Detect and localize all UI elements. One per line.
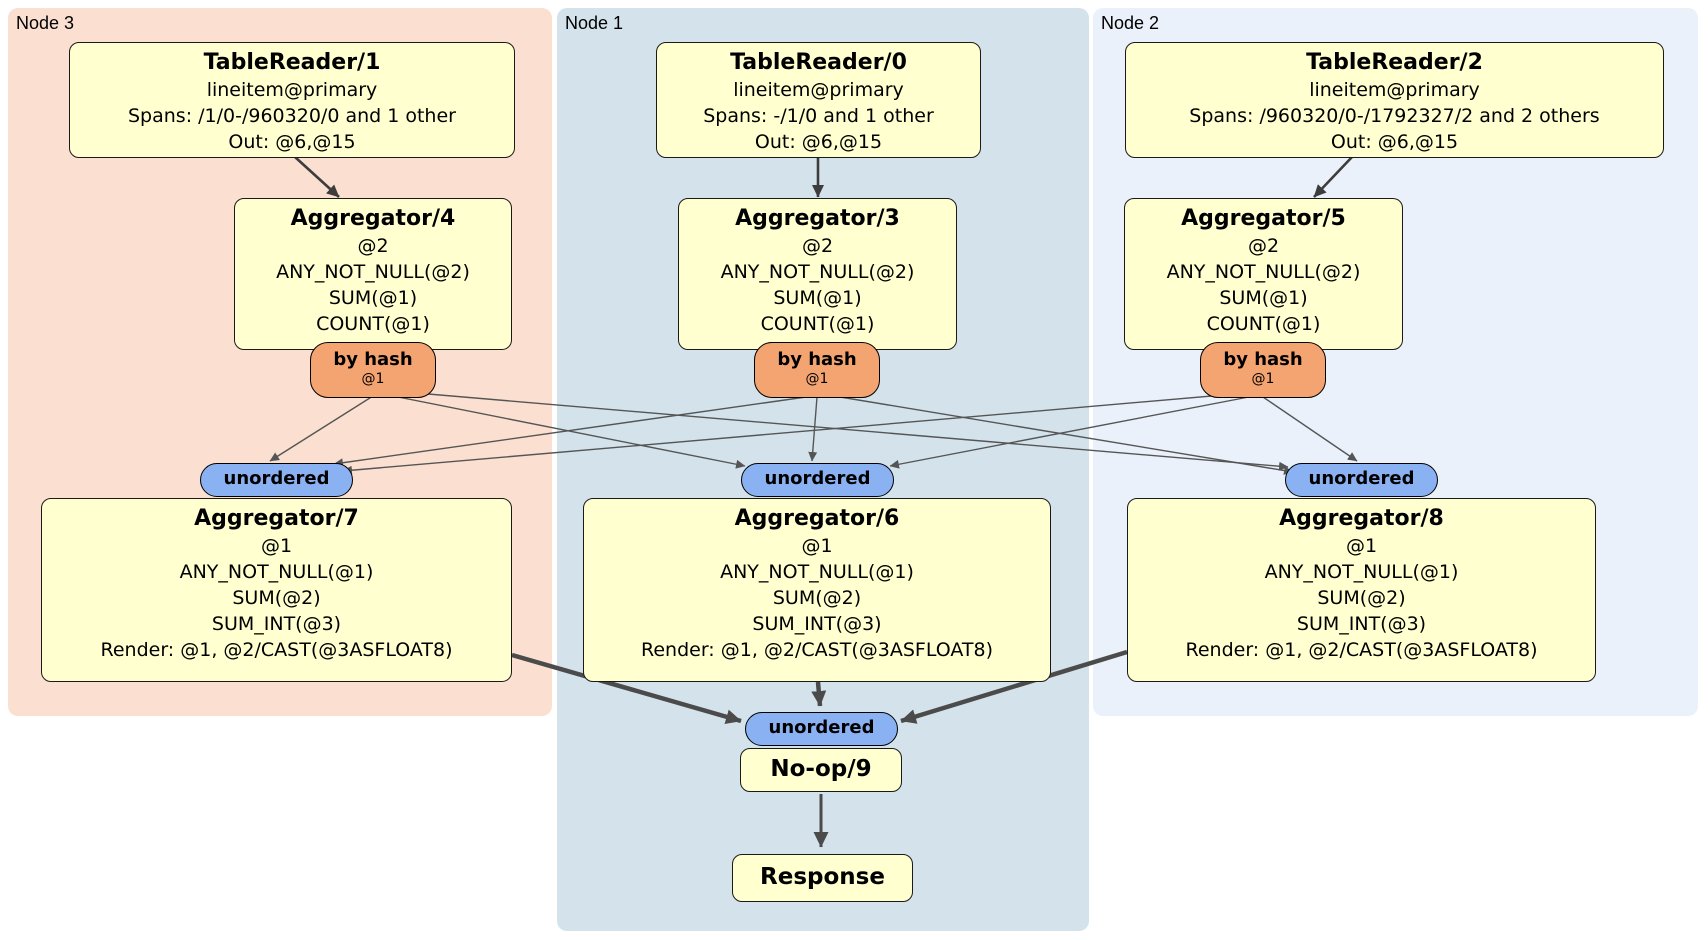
edge-router5-sync8 (1262, 396, 1358, 462)
processor-line: SUM_INT(@3) (752, 613, 882, 635)
processor-line: ANY_NOT_NULL(@2) (1166, 261, 1361, 283)
router-key: @1 (361, 371, 385, 387)
processor-line: @1 (260, 535, 293, 557)
processor-line: @2 (357, 235, 389, 257)
processor-aggregator3: Aggregator/3 @2 ANY_NOT_NULL(@2) SUM(@1)… (678, 198, 957, 350)
processor-line: SUM(@1) (773, 287, 862, 309)
processor-line: COUNT(@1) (316, 313, 430, 335)
processor-line: lineitem@primary (206, 79, 378, 101)
processor-aggregator6: Aggregator/6 @1 ANY_NOT_NULL(@1) SUM(@2)… (583, 498, 1051, 682)
sync-unordered-aggregator8: unordered (1285, 463, 1438, 497)
processor-line: SUM(@2) (772, 587, 862, 609)
processor-line: Spans: /1/0-/960320/0 and 1 other (128, 105, 456, 127)
processor-title: Aggregator/6 (734, 506, 900, 531)
processor-line: ANY_NOT_NULL(@1) (720, 561, 914, 583)
router-by-hash-aggregator5: by hash @1 (1200, 342, 1326, 398)
processor-title: Aggregator/3 (735, 206, 900, 231)
edge-aggregator6-finalsync (811, 681, 827, 707)
node-group-3-label: Node 3 (16, 13, 75, 33)
processor-line: Render: @1, @2/CAST(@3ASFLOAT8) (641, 639, 993, 661)
processor-line: SUM(@1) (328, 287, 418, 309)
edge-aggregator7-finalsync (511, 652, 742, 725)
processor-line: ANY_NOT_NULL(@1) (1264, 561, 1459, 583)
router-by-hash-aggregator3: by hash @1 (754, 342, 880, 398)
node-group-1-label: Node 1 (565, 13, 624, 33)
edge-router5-sync6 (889, 395, 1255, 469)
router-key: @1 (805, 371, 829, 387)
router-by-hash-aggregator4: by hash @1 (310, 342, 436, 398)
processor-tablereader0: TableReader/0 lineitem@primary Spans: -/… (656, 42, 981, 158)
sync-unordered-aggregator7: unordered (200, 463, 353, 497)
processor-aggregator5: Aggregator/5 @2 ANY_NOT_NULL(@2) SUM(@1)… (1124, 198, 1403, 350)
processor-line: SUM(@2) (1317, 587, 1406, 609)
sync-unordered-aggregator6: unordered (741, 463, 894, 497)
processor-aggregator7: Aggregator/7 @1 ANY_NOT_NULL(@1) SUM(@2)… (41, 498, 512, 682)
edge-router4-sync6 (377, 392, 746, 469)
edge-aggregator8-finalsync (900, 649, 1128, 724)
edge-router3-sync7 (333, 395, 814, 468)
processor-line: SUM_INT(@3) (1296, 613, 1427, 635)
processor-line: COUNT(@1) (1206, 313, 1321, 335)
processor-title: Aggregator/4 (290, 206, 456, 231)
processor-aggregator4: Aggregator/4 @2 ANY_NOT_NULL(@2) SUM(@1)… (234, 198, 512, 350)
processor-title: Aggregator/7 (194, 506, 359, 531)
router-label: by hash (333, 349, 413, 370)
processor-tablereader1: TableReader/1 lineitem@primary Spans: /1… (69, 42, 515, 158)
processor-line: Render: @1, @2/CAST(@3ASFLOAT8) (100, 639, 453, 661)
processor-line: Out: @6,@15 (1330, 131, 1459, 153)
node-group-2-label: Node 2 (1101, 13, 1160, 33)
processor-line: @2 (801, 235, 834, 257)
processor-line: SUM(@1) (1219, 287, 1308, 309)
processor-line: Spans: /960320/0-/1792327/2 and 2 others (1189, 105, 1600, 127)
processor-line: SUM(@2) (232, 587, 321, 609)
edge-tablereader1-aggregator4 (294, 156, 340, 198)
router-key: @1 (1251, 371, 1275, 387)
processor-line: @1 (801, 535, 833, 557)
processor-title: Aggregator/5 (1181, 206, 1346, 231)
processor-title: Response (760, 864, 885, 890)
processor-title: Aggregator/8 (1279, 506, 1444, 531)
router-label: by hash (1223, 349, 1303, 370)
processor-title: TableReader/2 (1306, 50, 1483, 75)
processor-line: lineitem@primary (1309, 79, 1480, 101)
processor-line: Spans: -/1/0 and 1 other (703, 105, 934, 127)
processor-line: @2 (1247, 235, 1280, 257)
processor-noop: No-op/9 (740, 748, 902, 792)
processor-line: @1 (1345, 535, 1378, 557)
processor-title: No-op/9 (770, 756, 872, 782)
processor-line: ANY_NOT_NULL(@1) (179, 561, 374, 583)
processor-line: lineitem@primary (733, 79, 904, 101)
router-label: by hash (777, 349, 857, 370)
edge-router4-sync7 (269, 395, 374, 462)
processor-aggregator8: Aggregator/8 @1 ANY_NOT_NULL(@1) SUM(@2)… (1127, 498, 1596, 682)
edge-router3-sync8 (821, 393, 1294, 475)
processor-line: ANY_NOT_NULL(@2) (276, 261, 470, 283)
edge-router5-sync7 (342, 391, 1259, 475)
sync-unordered-final: unordered (745, 712, 898, 746)
processor-line: COUNT(@1) (760, 313, 875, 335)
processor-line: Out: @6,@15 (228, 131, 356, 153)
processor-title: TableReader/1 (203, 50, 381, 75)
edge-tablereader2-aggregator5 (1313, 156, 1353, 198)
processor-line: SUM_INT(@3) (211, 613, 342, 635)
processor-line: ANY_NOT_NULL(@2) (720, 261, 915, 283)
processor-response: Response (732, 854, 913, 902)
processor-line: Render: @1, @2/CAST(@3ASFLOAT8) (1185, 639, 1538, 661)
processor-title: TableReader/0 (730, 50, 907, 75)
processor-line: Out: @6,@15 (754, 131, 883, 153)
edge-router3-sync6 (808, 396, 818, 462)
processor-tablereader2: TableReader/2 lineitem@primary Spans: /9… (1125, 42, 1664, 158)
